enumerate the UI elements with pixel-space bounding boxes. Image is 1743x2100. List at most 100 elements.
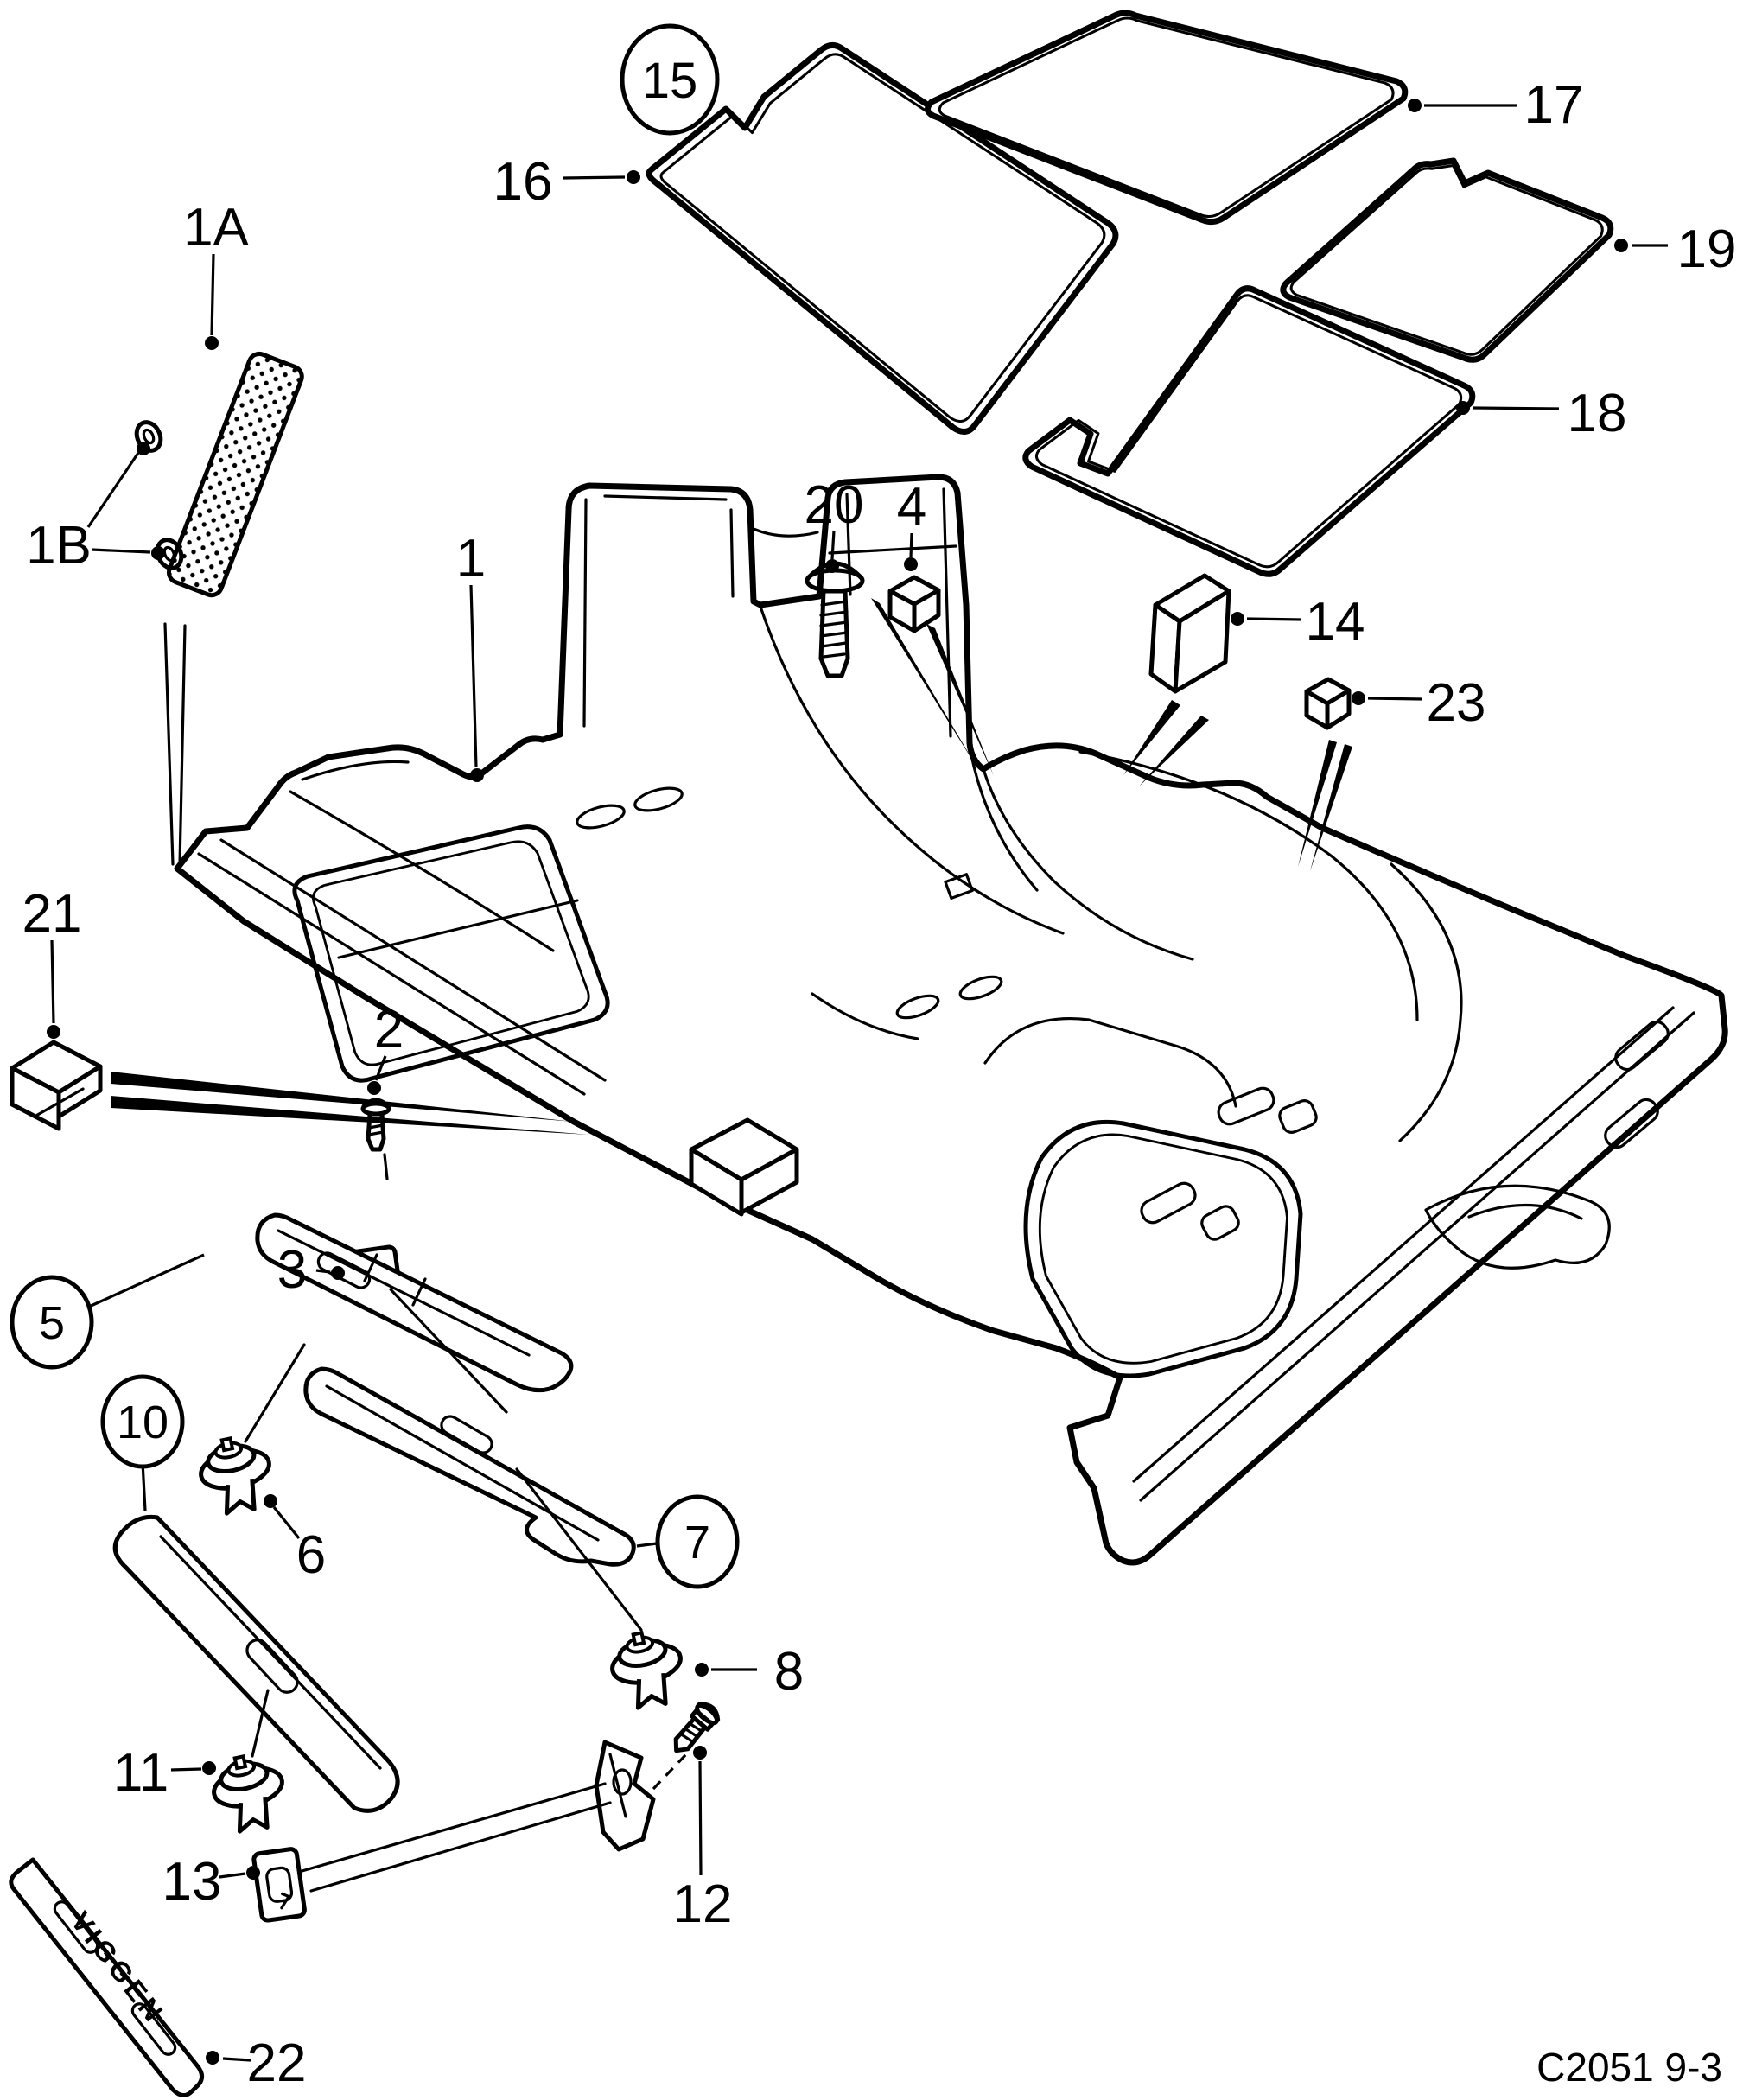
leader-dot-12 — [693, 1746, 707, 1760]
callout-label-23: 23 — [1427, 673, 1486, 733]
leader-line-10 — [141, 1461, 147, 1511]
callout-label-15: 15 — [642, 53, 698, 109]
leader-line-14 — [1246, 617, 1302, 621]
leader-line-5 — [88, 1253, 205, 1308]
leader-dot-6 — [264, 1494, 277, 1508]
sill-strip-10 — [112, 1514, 400, 1813]
leader-dot-1B — [151, 546, 165, 560]
floor-mat-17 — [925, 10, 1409, 226]
firewall-edge — [752, 527, 819, 538]
leader-line-7 — [636, 1542, 658, 1548]
leader-line-2 — [374, 1055, 387, 1081]
callout-label-1B: 1B — [26, 516, 92, 576]
leader-line-1A — [210, 253, 215, 336]
foam-block-14 — [1148, 573, 1231, 694]
tunnel-curve-right — [968, 745, 1039, 892]
callout-label-7: 7 — [684, 1517, 710, 1569]
figure-code: C2051 9-3 — [1536, 2045, 1722, 2090]
foam-block-4 — [887, 575, 941, 633]
carpet-outer-outline — [174, 474, 1728, 1566]
callout-label-14: 14 — [1306, 592, 1365, 652]
sill-strip-7 — [303, 1366, 636, 1567]
front-right-panel-lines — [828, 487, 957, 738]
leader-dot-14 — [1231, 612, 1244, 626]
callout-label-20: 20 — [805, 475, 864, 535]
leader-dot-21 — [47, 1025, 60, 1039]
leader-dot-11 — [202, 1761, 216, 1775]
callout-label-5: 5 — [39, 1297, 65, 1349]
callout-label-10: 10 — [117, 1397, 169, 1448]
leader-line-18 — [1473, 406, 1560, 410]
floor-crease-line — [289, 790, 555, 952]
callout-label-8: 8 — [774, 1642, 804, 1702]
leader-dot-3 — [331, 1266, 345, 1280]
carpet-heel-wedge — [689, 1117, 799, 1217]
callout-label-12: 12 — [673, 1874, 733, 1934]
screw-2 — [360, 1098, 391, 1180]
leader-line-13 — [219, 1872, 246, 1879]
callout-label-17: 17 — [1524, 75, 1584, 135]
rear-rail-inner-line2 — [1132, 1006, 1675, 1483]
leader-dot-23 — [1352, 691, 1365, 705]
callout-label-18: 18 — [1568, 384, 1627, 443]
clip-8 — [606, 1626, 689, 1713]
tunnel-base-curve — [811, 992, 919, 1040]
callout-circle-10 — [100, 1374, 185, 1469]
floor-mat-16 — [646, 42, 1119, 435]
sill-strip-5 — [255, 1212, 574, 1393]
leader-line-1 — [469, 584, 478, 768]
callout-label-19: 19 — [1677, 220, 1737, 279]
callout-label-1: 1 — [456, 529, 486, 589]
floor-front-curve — [301, 760, 410, 781]
callout-circle-7 — [655, 1494, 740, 1589]
leader-dot-17 — [1408, 99, 1422, 112]
floor-mat-set — [646, 10, 1614, 577]
leader-line-20 — [830, 530, 836, 560]
tunnel-curve-left — [759, 605, 1065, 935]
callout-label-3: 3 — [277, 1240, 307, 1300]
front-left-panel-lines — [582, 494, 735, 728]
floor-mat-19 — [1280, 157, 1614, 363]
leader-dot-2 — [367, 1081, 381, 1095]
left-sill-inner-line — [197, 852, 586, 1096]
rear-floor-details — [982, 750, 1670, 1378]
pointer-wedges — [111, 598, 1352, 1135]
heel-pad-1a — [166, 351, 304, 598]
callout-label-6: 6 — [296, 1525, 326, 1585]
main-floor-carpet — [174, 474, 1728, 1566]
clip-11 — [207, 1749, 290, 1836]
leader-line-1B — [86, 452, 140, 528]
leader-dot-4 — [904, 557, 918, 571]
leader-line-4 — [909, 532, 913, 558]
foam-block-23 — [1304, 677, 1352, 730]
callout-label-4: 4 — [897, 477, 926, 537]
floor-slots-front — [576, 786, 1003, 1020]
callout-circle-15 — [620, 23, 720, 136]
leader-dot-1 — [470, 768, 484, 782]
carpet-corner-flap-line — [1467, 1203, 1583, 1220]
callout-circle-5 — [10, 1275, 94, 1370]
carpet-corner-flap — [1424, 1184, 1611, 1270]
left-sill-inner-line2 — [219, 838, 607, 1082]
leader-dot-18 — [1456, 401, 1470, 415]
leader-dot-8 — [695, 1663, 709, 1677]
leader-line-11 — [170, 1767, 202, 1772]
leader-dot-16 — [627, 170, 640, 184]
leader-line-23 — [1367, 697, 1423, 701]
leader-line-6 — [272, 1505, 301, 1540]
callout-label-13: 13 — [162, 1852, 222, 1912]
callout-label-2: 2 — [374, 1000, 404, 1060]
leader-line-22 — [222, 2057, 251, 2062]
part-connector-lines — [244, 1288, 643, 1893]
leader-line-12 — [698, 1760, 703, 1876]
leader-dot-13 — [246, 1866, 260, 1880]
callout-label-11: 11 — [113, 1743, 169, 1803]
foam-block-21 — [10, 1040, 103, 1131]
screw-12 — [673, 1702, 721, 1753]
leader-dot-20 — [825, 559, 839, 573]
callout-label-1A: 1A — [183, 198, 249, 258]
screw-12-axis-dashed — [652, 1753, 688, 1791]
pedal-pointer-lines — [163, 622, 187, 866]
